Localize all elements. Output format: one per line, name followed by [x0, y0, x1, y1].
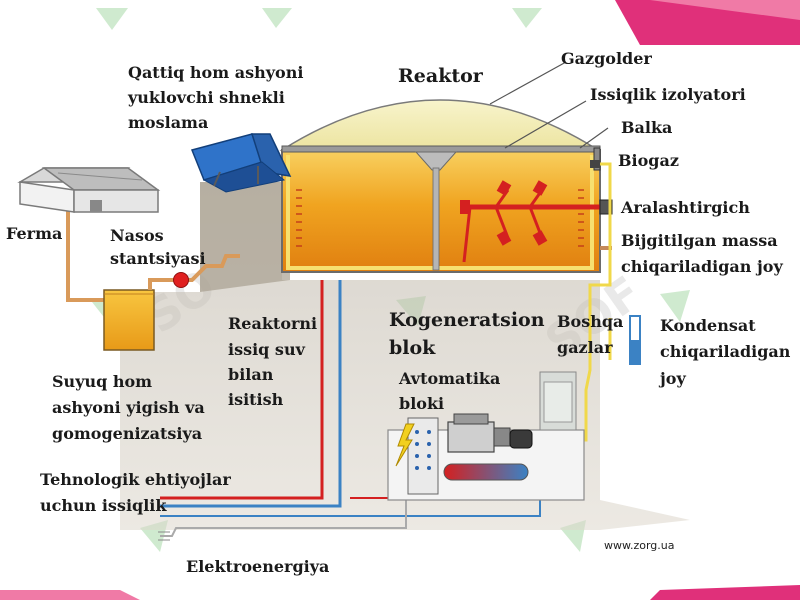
label-reaktor: Reaktor: [398, 65, 483, 87]
cold-water-pipe: [160, 280, 342, 508]
label-nasos-line2: stantsiyasi: [110, 249, 206, 268]
label-reaktorni-line4: isitish: [228, 390, 284, 409]
label-kogeneratsion-line2: blok: [389, 337, 436, 359]
label-ferma: Ferma: [6, 224, 63, 243]
label-elektroenergiya: Elektroenergiya: [186, 557, 330, 576]
label-reaktorni-line3: bilan: [228, 365, 274, 384]
label-kondensat-line2: chiqariladigan: [660, 342, 791, 361]
screw-loader-icon: [190, 133, 292, 193]
label-aralashtirgich: Aralashtirgich: [621, 198, 750, 217]
label-biogaz: Biogaz: [618, 151, 679, 170]
label-reaktorni-line1: Reaktorni: [228, 314, 318, 333]
heating-coil: [296, 189, 584, 247]
label-texnologik-line1: Tehnologik ehtiyojlar: [40, 470, 231, 489]
label-texnologik-line2: uchun issiqlik: [40, 496, 167, 515]
biogas-outlet: [590, 147, 601, 171]
label-suyuq-line2: ashyoni yigish va: [52, 398, 205, 417]
barn-icon: [17, 167, 161, 213]
label-bijgitilgan-line2: chiqariladigan joy: [621, 257, 783, 276]
electric-cable: [160, 494, 407, 537]
central-support: [414, 151, 458, 271]
reactor-tank: [281, 149, 601, 273]
label-kogeneratsion-line1: Kogeneratsion: [389, 309, 545, 331]
label-gazgolder: Gazgolder: [561, 49, 652, 68]
label-avtomatika-line1: Avtomatika: [399, 369, 501, 388]
label-issiqlik-izolyatori: Issiqlik izolyatori: [590, 85, 746, 104]
source-url: www.zorg.ua: [604, 539, 675, 552]
leader-lines: [489, 61, 609, 149]
label-avtomatika-line2: bloki: [399, 394, 445, 413]
label-kondensat-line3: joy: [660, 369, 686, 388]
manure-pipe: [66, 210, 110, 302]
label-qattiq-line3: moslama: [128, 113, 209, 132]
hot-water-pipe: [160, 280, 324, 500]
gas-holder-dome: [279, 99, 601, 151]
lightning-icon: [395, 423, 415, 467]
label-balka: Balka: [621, 118, 673, 137]
label-kondensat-line1: Kondensat: [660, 316, 756, 335]
label-reaktorni-line2: issiq suv: [228, 340, 305, 359]
label-bijgitilgan-line1: Bijgitilgan massa: [621, 231, 778, 250]
engine-icon: [447, 413, 511, 453]
label-suyuq-line3: gomogenizatsiya: [52, 424, 203, 443]
feed-pipe: [148, 254, 240, 290]
heat-storage-tank: [443, 463, 529, 481]
label-suyuq-line1: Suyuq hom: [52, 372, 153, 391]
label-qattiq-line1: Qattiq hom ashyoni: [128, 63, 304, 82]
automation-cabinet: [407, 417, 439, 495]
label-boshqa-line1: Boshqa: [557, 312, 624, 331]
label-nasos-line1: Nasos: [110, 226, 164, 245]
label-qattiq-line2: yuklovchi shnekli: [128, 88, 285, 107]
mixer-icon: [460, 180, 613, 263]
label-boshqa-line2: gazlar: [557, 338, 613, 357]
roof-beam: [281, 145, 601, 153]
collection-tank: [103, 289, 155, 351]
condensate-tank: [629, 315, 641, 365]
generator-icon: [509, 429, 533, 449]
pump-icon: [173, 272, 189, 288]
